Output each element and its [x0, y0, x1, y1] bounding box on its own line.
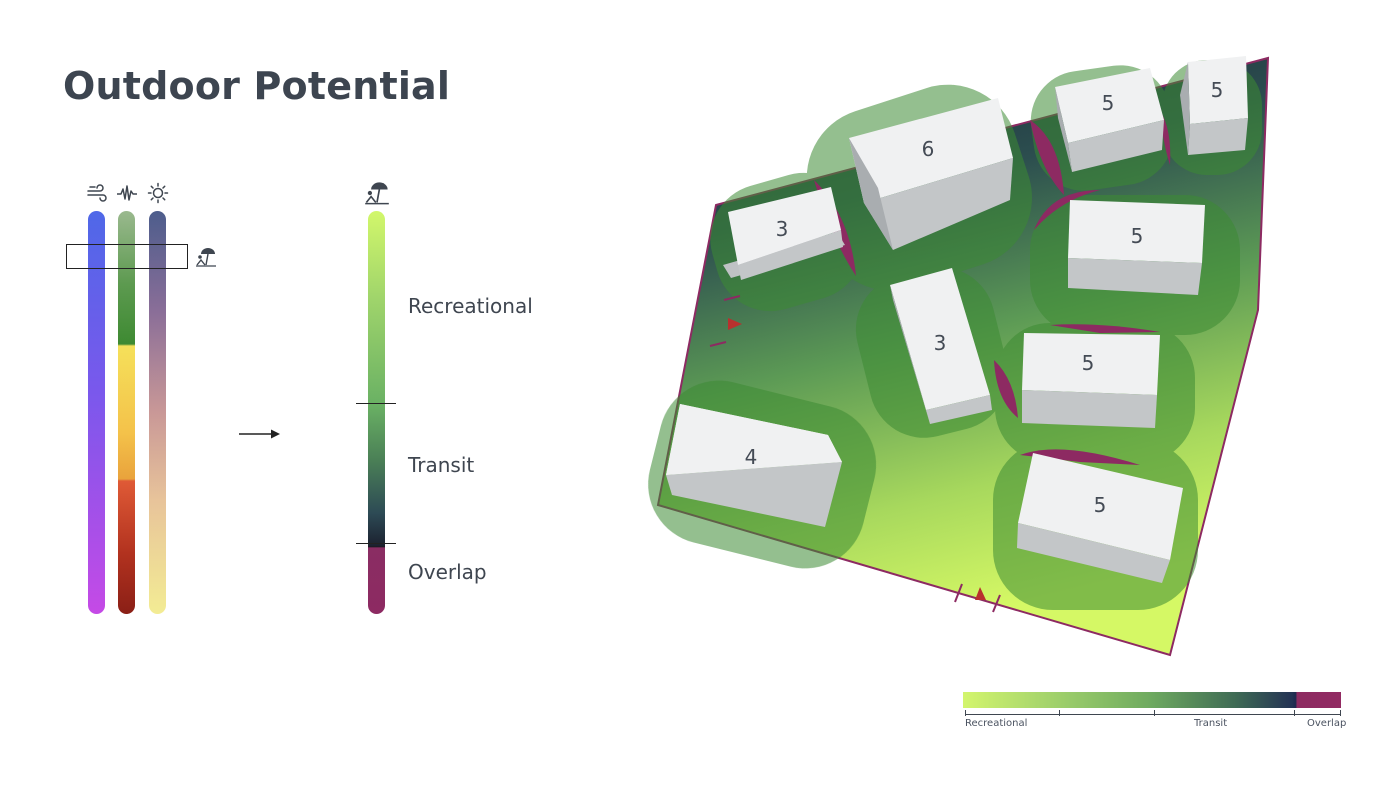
outdoor-potential-bar: [368, 211, 385, 614]
building-label: 5: [1131, 224, 1144, 248]
building-5: [1068, 200, 1205, 295]
zone-label-transit: Transit: [408, 453, 475, 477]
building-8: [666, 404, 842, 527]
scale-label-transit: Transit: [1194, 718, 1228, 729]
building-label: 4: [745, 445, 758, 469]
site-plan-map: 3 6 5 5 5 3 5 4 5: [648, 56, 1270, 657]
building-2: [849, 98, 1013, 250]
sun-icon: [147, 182, 169, 204]
sun-gradient-bar: [149, 211, 166, 614]
building-label: 5: [1102, 91, 1115, 115]
noise-gradient-bar: [118, 211, 135, 614]
building-label: 5: [1094, 493, 1107, 517]
page-title: Outdoor Potential: [63, 64, 451, 108]
zone-divider: [356, 543, 396, 545]
noise-wave-icon: [117, 185, 137, 201]
building-label: 6: [922, 137, 935, 161]
beach-umbrella-icon: [365, 182, 389, 205]
building-7: [1022, 333, 1160, 428]
zone-divider: [356, 403, 396, 405]
building-3: [1055, 68, 1164, 172]
selection-box: [66, 244, 188, 269]
color-scale-bar: [963, 692, 1341, 708]
building-9: [1017, 453, 1183, 583]
building-1: [723, 187, 845, 280]
building-label: 5: [1082, 351, 1095, 375]
building-label: 3: [934, 331, 947, 355]
beach-umbrella-icon: [196, 248, 216, 267]
arrow-right-icon: [239, 429, 280, 439]
scale-label-overlap: Overlap: [1307, 718, 1347, 729]
building-label: 5: [1211, 78, 1224, 102]
wind-icon: [87, 184, 107, 202]
wind-gradient-bar: [88, 211, 105, 614]
scale-label-recreational: Recreational: [965, 718, 1028, 729]
building-label: 3: [776, 217, 789, 241]
zone-label-recreational: Recreational: [408, 294, 533, 318]
building-4: [1180, 56, 1248, 155]
zone-label-overlap: Overlap: [408, 560, 487, 584]
building-6: [890, 268, 992, 424]
